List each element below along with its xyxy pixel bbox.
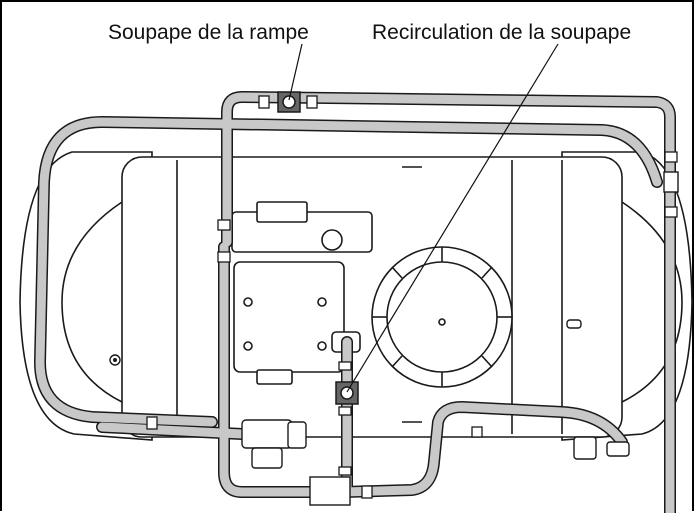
pump-motor xyxy=(231,201,373,385)
tank-lid xyxy=(371,246,513,388)
recirculation-valve-leader xyxy=(346,43,559,393)
recirculation-valve xyxy=(335,381,359,405)
leader-lines xyxy=(288,43,559,393)
boom-valve-leader xyxy=(288,43,303,101)
boom-valve xyxy=(277,91,301,113)
recirculation-valve-label: Recirculation de la soupape xyxy=(372,21,632,44)
boom-valve-label: Soupape de la rampe xyxy=(108,21,309,44)
lower-fittings xyxy=(241,419,351,506)
hose-clamps xyxy=(146,95,678,499)
drain-plug-center xyxy=(113,358,117,362)
sight-slot xyxy=(566,319,582,329)
right-fitting xyxy=(573,171,679,460)
